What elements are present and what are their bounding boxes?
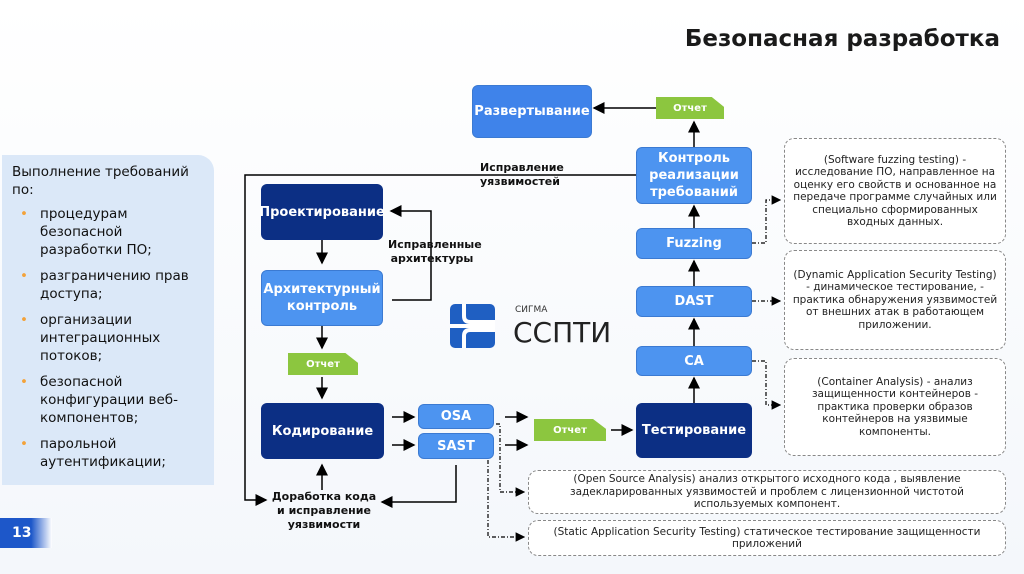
list-item-text: парольной аутентификации; — [40, 436, 166, 470]
arch-control-node: Архитектурный контроль — [261, 270, 383, 326]
dast-note: (Dynamic Application Security Testing) -… — [784, 250, 1006, 350]
list-item: • парольной аутентификации; — [12, 435, 204, 471]
list-item: • разграничению прав доступа; — [12, 267, 204, 303]
report-mid: Отчет — [534, 419, 606, 441]
sast-note: (Static Application Security Testing) ст… — [528, 520, 1006, 556]
bullet-icon: • — [20, 268, 28, 284]
page-number: 13 — [0, 518, 52, 548]
list-item-text: процедурам безопасной разработки ПО; — [40, 206, 152, 258]
rework-label: Доработка кода и исправление уязвимости — [271, 490, 377, 531]
fix-vuln-label: Исправление уязвимостей — [480, 161, 564, 188]
bullet-icon: • — [20, 312, 28, 328]
logo-small-text: СИГМА — [515, 305, 548, 315]
fuzzing-node: Fuzzing — [636, 228, 752, 259]
list-item-text: безопасной конфигурации веб-компонентов; — [40, 374, 178, 426]
requirements-panel: Выполнение требований по: • процедурам бе… — [2, 155, 214, 485]
report-left: Отчет — [288, 353, 358, 375]
sast-node: SAST — [418, 433, 494, 459]
dast-node: DAST — [636, 286, 752, 317]
design-node: Проектирование — [259, 184, 385, 240]
list-item-text: разграничению прав доступа; — [40, 268, 189, 302]
control-node: Контроль реализации требований — [636, 147, 752, 204]
fuzzing-note: (Software fuzzing testing) - исследовани… — [784, 138, 1006, 244]
fixed-arch-label: Исправленные архитектуры — [388, 238, 482, 265]
list-item: • процедурам безопасной разработки ПО; — [12, 205, 204, 259]
ca-note: (Container Analysis) - анализ защищеннос… — [784, 358, 1006, 456]
bullet-icon: • — [20, 436, 28, 452]
page-title: Безопасная разработка — [684, 26, 1000, 52]
deploy-node: Развертывание — [472, 85, 592, 138]
coding-node: Кодирование — [261, 403, 384, 459]
osa-note: (Open Source Analysis) анализ открытого … — [528, 470, 1006, 514]
logo-icon — [450, 304, 495, 348]
panel-heading: Выполнение требований по: — [12, 164, 189, 198]
testing-node: Тестирование — [636, 403, 752, 458]
list-item-text: организации интеграционных потоков; — [40, 312, 161, 364]
logo — [450, 304, 495, 348]
bullet-icon: • — [20, 374, 28, 390]
report-top: Отчет — [656, 97, 724, 119]
bullet-icon: • — [20, 206, 28, 222]
logo-big-text: ССПТИ — [513, 316, 612, 349]
ca-node: CA — [636, 346, 752, 376]
list-item: • безопасной конфигурации веб-компонентов… — [12, 373, 204, 427]
osa-node: OSA — [418, 404, 494, 429]
list-item: • организации интеграционных потоков; — [12, 311, 204, 365]
